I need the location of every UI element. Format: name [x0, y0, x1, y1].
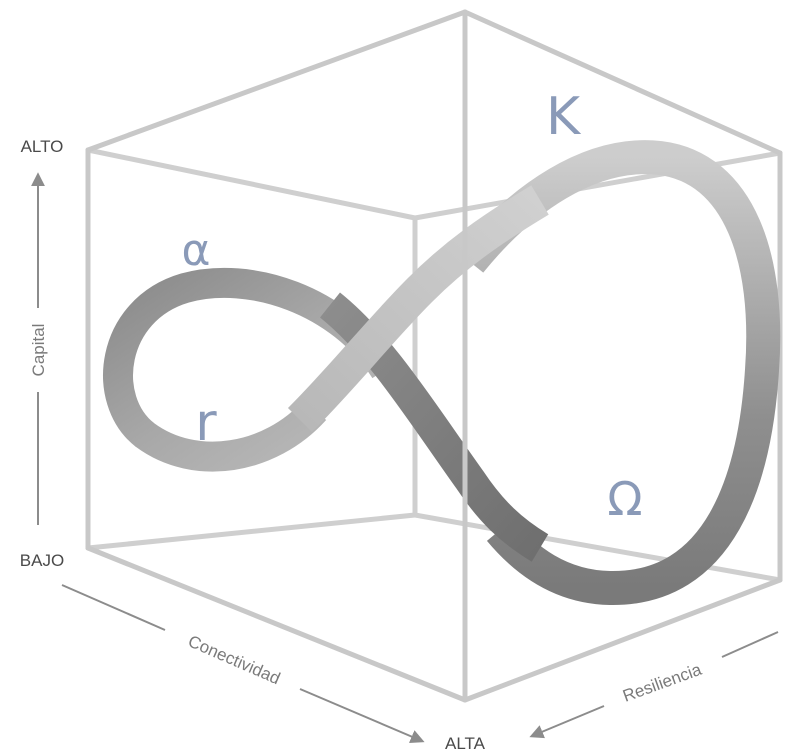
loop-right-lobe	[456, 140, 781, 606]
connectivity-axis-line-end	[299, 688, 425, 744]
cube-edge-top-left	[85, 9, 468, 153]
cube-edge-back-top-right	[412, 150, 783, 221]
phase-k-label: K	[546, 87, 582, 147]
phase-omega-label: Ω	[607, 472, 642, 526]
cube-edge-front-bottom-left	[85, 545, 468, 703]
connectivity-axis-line-start	[61, 584, 166, 631]
loop-growth-strand	[287, 185, 549, 433]
connectivity-axis-label: Conectividad	[185, 632, 283, 689]
resilience-axis: Resiliencia	[529, 631, 779, 739]
cube-edge-front-bottom-right	[462, 577, 783, 703]
cube-edge-top-right	[462, 9, 783, 156]
capital-high-label: ALTO	[21, 137, 64, 156]
capital-axis: ALTO BAJO Capital	[20, 137, 64, 570]
cube-back-edges	[85, 147, 783, 583]
connectivity-end-label: ALTA	[445, 734, 486, 753]
resilience-axis-label: Resiliencia	[620, 660, 704, 706]
adaptive-cycle-loop	[103, 140, 781, 606]
loop-left-lobe	[103, 267, 398, 472]
cube-front-edges	[85, 9, 783, 703]
phase-alpha-label: α	[181, 225, 210, 276]
phase-letters: K α r Ω	[181, 87, 642, 526]
phase-r-label: r	[195, 393, 217, 453]
capital-low-label: BAJO	[20, 551, 64, 570]
cube-outer-edges	[85, 9, 783, 583]
cube-edge-back-bottom-right	[412, 512, 783, 583]
cube-edge-back-top-left	[85, 147, 418, 221]
resilience-axis-line-end	[529, 705, 605, 739]
connectivity-axis: Conectividad ALTA	[61, 584, 486, 753]
capital-axis-label: Capital	[29, 324, 48, 377]
cube-edge-back-bottom-left	[85, 512, 418, 551]
resilience-axis-line-start	[721, 631, 779, 658]
